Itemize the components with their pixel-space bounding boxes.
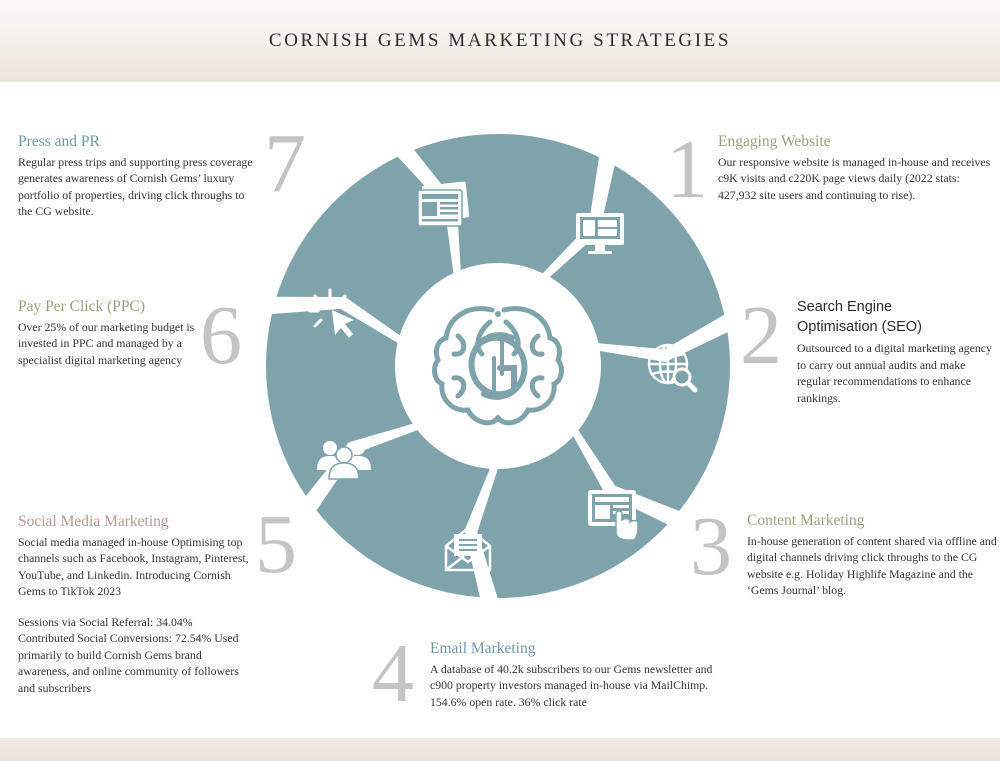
step-description: Over 25% of our marketing budget is inve… bbox=[18, 319, 195, 367]
step-social-media-marketing: Social Media Marketing Social media mana… bbox=[18, 513, 250, 696]
desktop-monitor-icon bbox=[576, 213, 624, 254]
step-number-4: 4 bbox=[372, 627, 414, 720]
step-description: A database of 40.2k subscribers to our G… bbox=[430, 661, 713, 709]
step-description: Outsourced to a digital marketing agency… bbox=[797, 341, 992, 405]
page-title: CORNISH GEMS MARKETING STRATEGIES bbox=[268, 30, 732, 51]
step-number-7: 7 bbox=[264, 117, 306, 210]
wheel-segments bbox=[266, 133, 730, 599]
step-number-1: 1 bbox=[666, 123, 708, 216]
wheel-segment-6 bbox=[276, 156, 454, 336]
step-engaging-website: Engaging Website Our responsive website … bbox=[718, 133, 1000, 203]
people-group-icon bbox=[317, 441, 371, 480]
wheel-segment-3 bbox=[477, 436, 668, 599]
step-description-stats: Sessions via Social Referral: 34.04% Con… bbox=[18, 614, 239, 695]
step-number-6: 6 bbox=[200, 289, 242, 382]
newspaper-icon bbox=[417, 181, 470, 227]
step-heading-line-1: Search Engine bbox=[797, 299, 893, 315]
open-envelope-icon bbox=[444, 526, 492, 572]
step-number-2: 2 bbox=[740, 289, 782, 382]
wheel-segment-7 bbox=[414, 133, 599, 274]
step-heading: Social Media Marketing bbox=[18, 513, 169, 530]
cornish-gems-logo bbox=[432, 306, 564, 426]
wheel-segment-2 bbox=[578, 332, 730, 511]
step-heading: Content Marketing bbox=[747, 512, 865, 529]
step-content-marketing: Content Marketing In-house generation of… bbox=[747, 512, 999, 599]
wheel-segment-1 bbox=[549, 165, 725, 350]
step-description: In-house generation of content shared vi… bbox=[747, 533, 997, 598]
tablet-touch-icon bbox=[588, 490, 639, 541]
footer-band bbox=[0, 738, 1000, 761]
cursor-click-icon bbox=[308, 288, 354, 338]
step-pay-per-click: Pay Per Click (PPC) Over 25% of our mark… bbox=[18, 298, 198, 368]
step-heading-line-2: Optimisation (SEO) bbox=[797, 318, 922, 335]
step-press-and-pr: Press and PR Regular press trips and sup… bbox=[18, 133, 253, 220]
step-number-5: 5 bbox=[255, 498, 297, 591]
step-description: Our responsive website is managed in-hou… bbox=[718, 154, 991, 202]
globe-search-icon bbox=[647, 343, 698, 393]
step-number-3: 3 bbox=[690, 500, 732, 593]
step-heading: Press and PR bbox=[18, 133, 100, 150]
step-heading: Email Marketing bbox=[430, 640, 536, 657]
header-band bbox=[0, 0, 1000, 82]
step-description: Social media managed in-house Optimising… bbox=[18, 534, 249, 599]
step-heading: Engaging Website bbox=[718, 133, 831, 150]
step-email-marketing: Email Marketing A database of 40.2k subs… bbox=[430, 640, 730, 710]
step-description: Regular press trips and supporting press… bbox=[18, 154, 253, 219]
wheel-segment-5 bbox=[266, 308, 413, 496]
step-heading: Pay Per Click (PPC) bbox=[18, 298, 146, 315]
